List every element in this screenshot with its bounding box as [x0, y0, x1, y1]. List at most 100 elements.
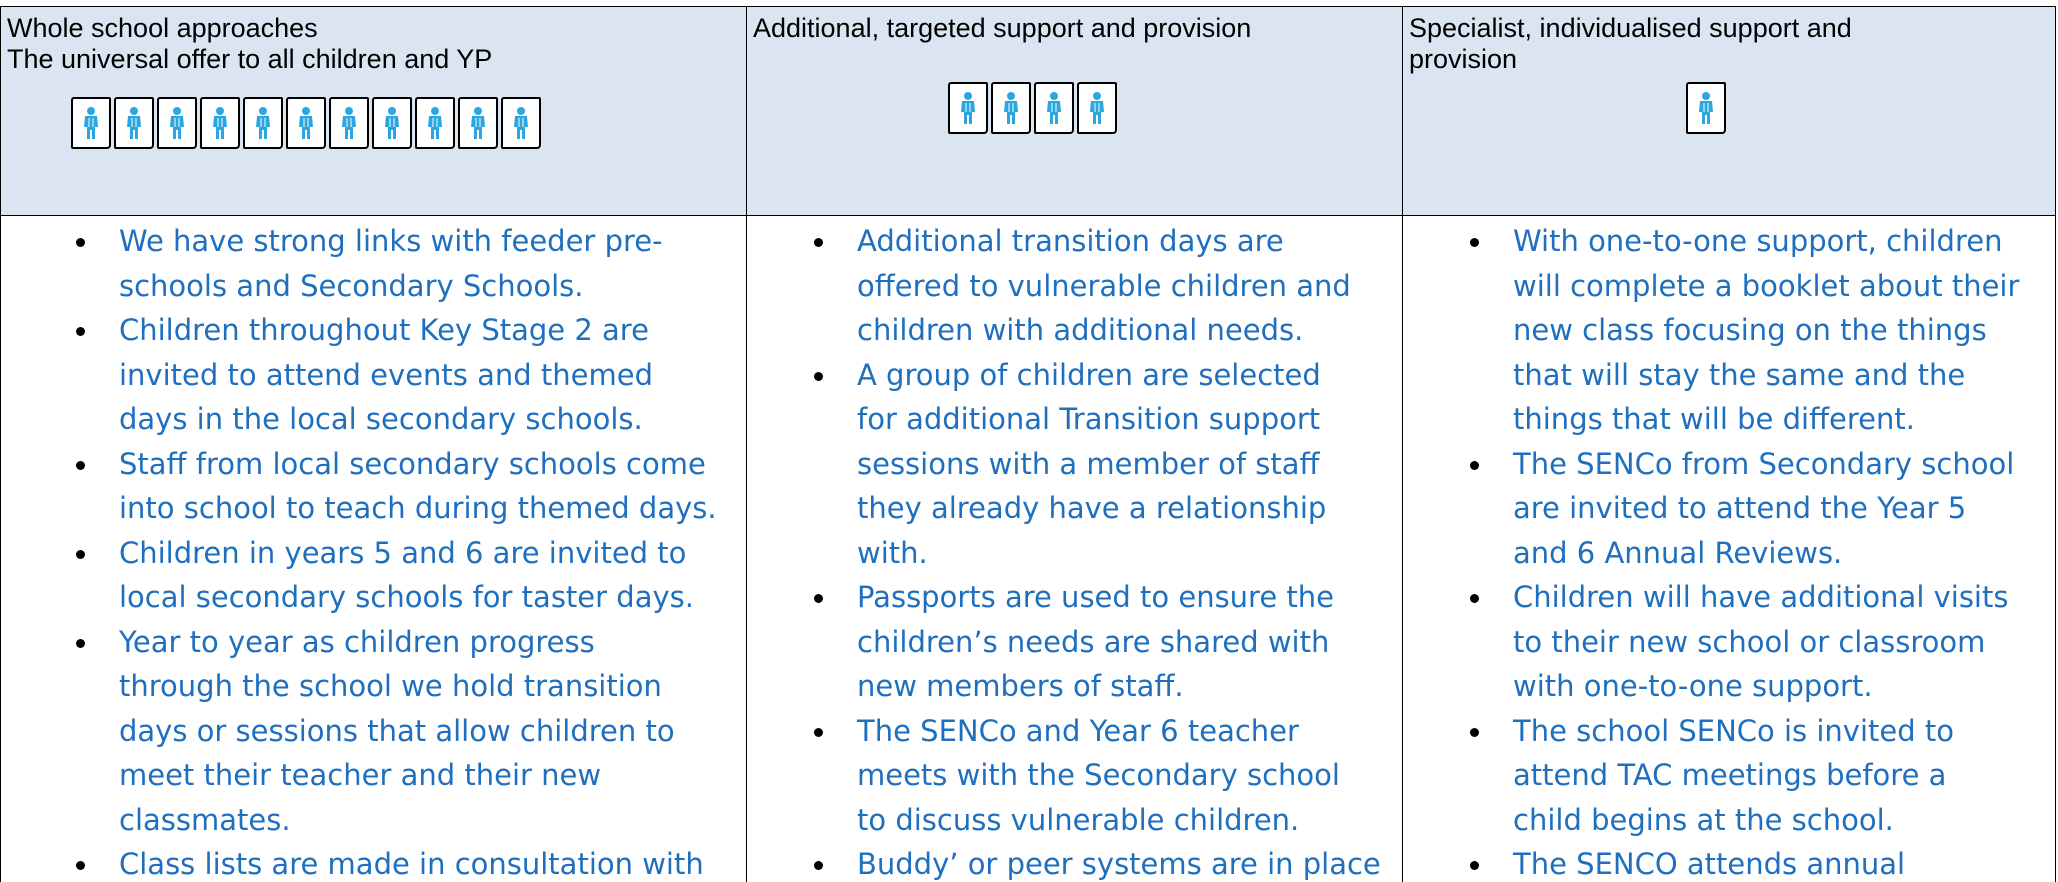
list-item-text: Staff from local secondary schools come i…: [119, 442, 746, 531]
bullet-icon: [76, 638, 85, 648]
text-line: Buddy’ or peer systems are in place: [857, 847, 1381, 881]
figure-row: [948, 82, 1117, 134]
person-icon: [200, 97, 240, 149]
person-icon: [1034, 82, 1074, 134]
text-line: days in the local secondary schools.: [119, 402, 643, 436]
text-line: that will stay the same and the: [1513, 357, 1966, 392]
person-icon: [415, 97, 455, 149]
text-line: to discuss vulnerable children.: [857, 802, 1300, 837]
list-item-text: With one-to-one support, children will co…: [1513, 219, 2055, 442]
bullet-icon: [76, 327, 85, 336]
text-line: attend TAC meetings before a: [1513, 758, 1947, 792]
bullet-icon: [814, 727, 823, 737]
person-icon: [329, 97, 369, 149]
text-line: sessions with a member of staff: [857, 446, 1320, 481]
list-item: The SENCo and Year 6 teacher meets with t…: [747, 709, 1402, 843]
list-item: The SENCO attends annual: [1403, 842, 2055, 882]
text-line: A group of children are selected: [857, 357, 1321, 392]
header-title-cont: provision: [1409, 44, 1518, 74]
list-item: We have strong links with feeder pre-sch…: [1, 219, 746, 308]
text-line: Staff from local secondary schools come: [119, 446, 706, 481]
text-line: meets with the Secondary school: [857, 758, 1340, 792]
text-line: will complete a booklet about their: [1513, 268, 2020, 303]
header-subtitle: The universal offer to all children and …: [7, 44, 493, 74]
text-line: into school to teach during themed days.: [119, 491, 717, 525]
header-title: Additional, targeted support and provisi…: [753, 13, 1252, 43]
text-line: and 6 Annual Reviews.: [1513, 535, 1843, 570]
text-line: are invited to attend the Year 5: [1513, 491, 1967, 525]
person-icon: [157, 97, 197, 149]
text-line: children’s needs are shared with: [857, 624, 1330, 659]
text-line: The school SENCo is invited to: [1513, 713, 1954, 748]
figure-row: [71, 97, 541, 149]
bullet-icon: [814, 371, 823, 381]
bullet-icon: [814, 861, 823, 870]
text-line: child begins at the school.: [1513, 802, 1894, 837]
bullet-icon: [814, 594, 823, 603]
text-line: classmates.: [119, 802, 291, 837]
text-line: Children in years 5 and 6 are invited to: [119, 535, 687, 570]
bullet-icon: [1470, 460, 1479, 470]
bullet-icon: [76, 460, 85, 470]
text-line: The SENCo and Year 6 teacher: [857, 713, 1299, 748]
list-item: Class lists are made in consultation wit…: [1, 842, 746, 882]
text-line: The SENCO attends annual: [1513, 847, 1906, 881]
list-item: With one-to-one support, children will co…: [1403, 219, 2055, 442]
bullet-icon: [76, 549, 85, 559]
person-icon: [948, 82, 988, 134]
list-item: Children in years 5 and 6 are invited to…: [1, 531, 746, 620]
text-line: children with additional needs.: [857, 313, 1304, 347]
text-line: to their new school or classroom: [1513, 624, 1986, 659]
list-item-text: Buddy’ or peer systems are in place: [857, 842, 1402, 882]
list-item: Staff from local secondary schools come i…: [1, 442, 746, 531]
header-specialist: Specialist, individualised support and p…: [1402, 7, 2055, 216]
body-whole-school: We have strong links with feeder pre-sch…: [1, 216, 746, 882]
person-icon: [1686, 82, 1726, 134]
header-whole-school: Whole school approaches The universal of…: [1, 7, 746, 216]
bullet-icon: [1470, 861, 1479, 870]
list-item-text: The SENCO attends annual: [1513, 842, 2055, 882]
person-icon: [243, 97, 283, 149]
person-icon: [991, 82, 1031, 134]
text-line: schools and Secondary Schools.: [119, 268, 584, 303]
header-title: Whole school approaches: [7, 13, 318, 43]
text-line: local secondary schools for taster days.: [119, 580, 694, 614]
person-icon: [1077, 82, 1117, 134]
text-line: invited to attend events and themed: [119, 357, 653, 392]
list-item-text: Children in years 5 and 6 are invited to…: [119, 531, 746, 620]
text-line: days or sessions that allow children to: [119, 713, 675, 748]
text-line: Children will have additional visits: [1513, 580, 2009, 614]
text-line: with one-to-one support.: [1513, 669, 1873, 703]
text-line: new members of staff.: [857, 669, 1184, 703]
text-line: things that will be different.: [1513, 402, 1915, 436]
list-item: The school SENCo is invited to attend TAC…: [1403, 709, 2055, 843]
list-item: Passports are used to ensure the children…: [747, 575, 1402, 709]
text-line: We have strong links with feeder pre-: [119, 224, 663, 258]
bullet-icon: [76, 238, 85, 247]
body-specialist: With one-to-one support, children will co…: [1402, 216, 2055, 882]
text-line: Class lists are made in consultation wit…: [119, 847, 704, 881]
list-item-text: Class lists are made in consultation wit…: [119, 842, 746, 882]
text-line: Year to year as children progress: [119, 624, 595, 659]
text-line: offered to vulnerable children and: [857, 268, 1351, 303]
text-line: Passports are used to ensure the: [857, 580, 1334, 614]
text-line: they already have a relationship: [857, 491, 1327, 525]
list-item-text: The SENCo and Year 6 teacher meets with t…: [857, 709, 1402, 843]
text-line: With one-to-one support, children: [1513, 224, 2003, 258]
list-item: Buddy’ or peer systems are in place: [747, 842, 1402, 882]
list-item-text: Children will have additional visits to t…: [1513, 575, 2055, 709]
header-title: Specialist, individualised support and: [1409, 13, 1852, 43]
figure-row: [1686, 82, 1726, 134]
person-icon: [71, 97, 111, 149]
bullet-icon: [1470, 594, 1479, 603]
list-item: Children will have additional visits to t…: [1403, 575, 2055, 709]
text-line: new class focusing on the things: [1513, 313, 1987, 347]
bullet-icon: [76, 861, 85, 870]
